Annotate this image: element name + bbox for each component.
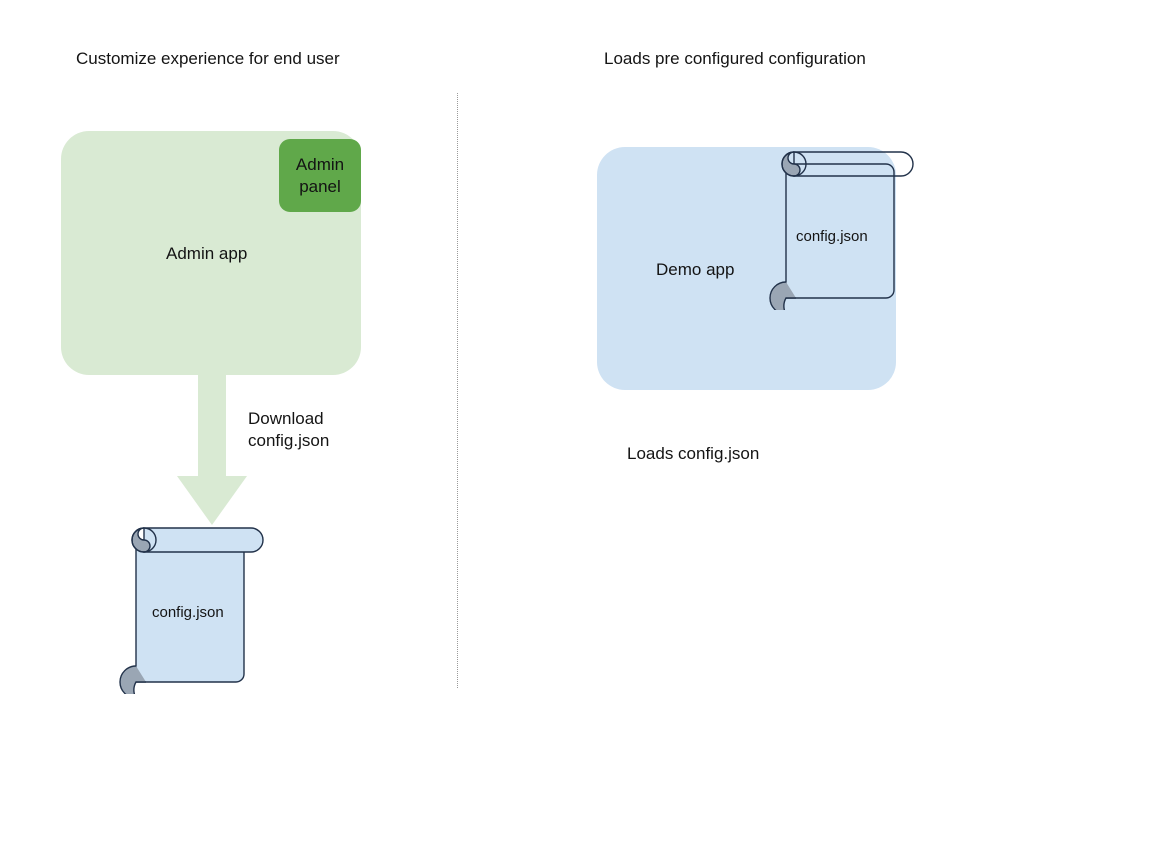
demo-app-label: Demo app xyxy=(656,260,735,279)
admin-panel-chip-line2: panel xyxy=(299,176,341,196)
config-json-label-right: config.json xyxy=(796,228,868,245)
section-title-right: Loads pre configured configuration xyxy=(604,49,866,68)
admin-panel-chip-label: Admin panel xyxy=(296,154,344,198)
admin-panel-chip[interactable]: Admin panel xyxy=(279,139,361,212)
download-arrow-label: Download config.json xyxy=(248,408,329,452)
download-label-line1: Download xyxy=(248,409,324,428)
vertical-dotted-divider xyxy=(457,93,458,688)
download-arrow-icon xyxy=(177,372,247,525)
config-json-document-left xyxy=(119,527,264,694)
loads-config-caption: Loads config.json xyxy=(627,444,760,463)
admin-app-label: Admin app xyxy=(166,244,248,263)
admin-panel-chip-line1: Admin xyxy=(295,154,345,174)
config-json-label-left: config.json xyxy=(152,604,224,621)
download-label-line2: config.json xyxy=(248,431,330,450)
demo-app-container xyxy=(597,147,896,390)
config-json-document-right xyxy=(769,151,914,310)
section-title-left: Customize experience for end user xyxy=(76,49,340,68)
